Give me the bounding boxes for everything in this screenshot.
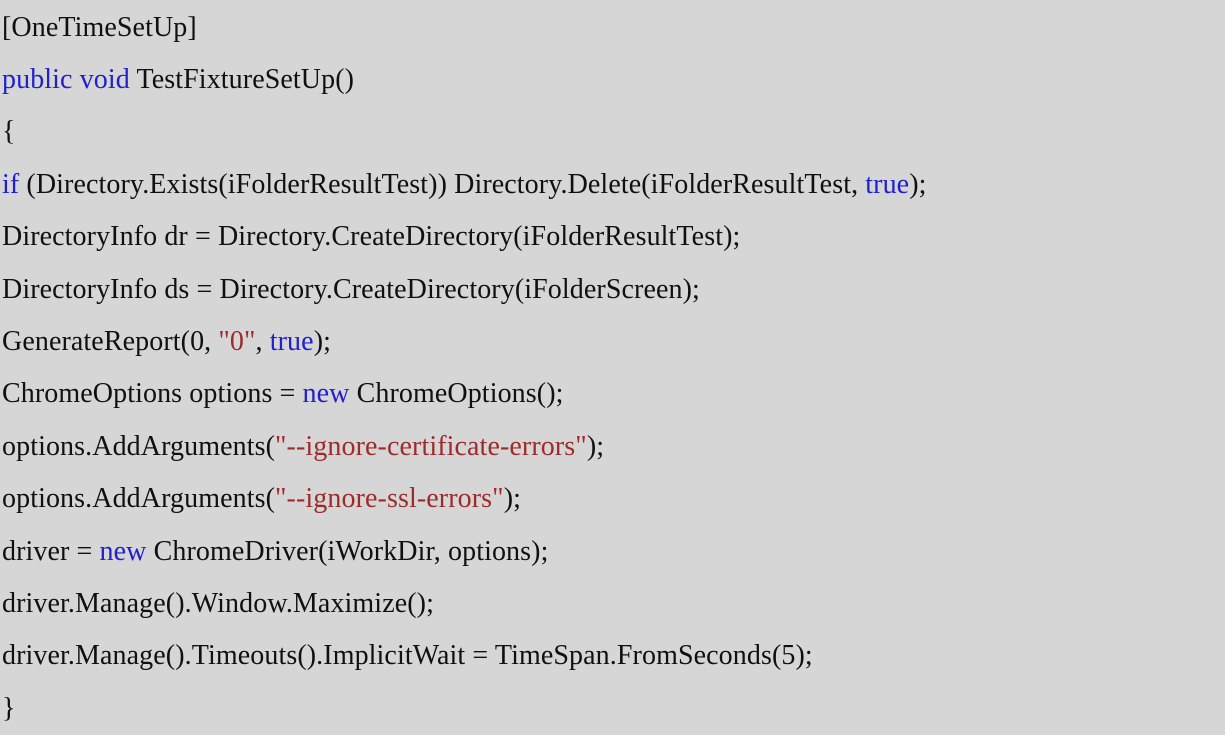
code-token-plain: ); — [909, 168, 927, 200]
code-token-keyword: if — [2, 168, 20, 200]
code-token-keyword: new — [99, 535, 147, 567]
code-token-keyword: new — [302, 378, 350, 410]
code-token-plain: DirectoryInfo dr = Directory.CreateDirec… — [2, 221, 741, 253]
code-token-plain: [OneTimeSetUp] — [2, 12, 197, 43]
code-line: { — [0, 106, 1225, 158]
code-token-plain: ChromeDriver(iWorkDir, options); — [146, 535, 549, 567]
code-token-plain: } — [2, 692, 16, 724]
code-token-plain: ); — [313, 325, 331, 357]
code-token-string: "0" — [218, 325, 256, 357]
code-line: driver.Manage().Window.Maximize(); — [0, 578, 1225, 630]
code-token-plain: { — [2, 116, 16, 148]
code-token-keyword: true — [865, 168, 910, 200]
code-token-plain: driver.Manage().Timeouts().ImplicitWait … — [2, 640, 813, 672]
code-line: driver = new ChromeDriver(iWorkDir, opti… — [0, 526, 1225, 578]
code-line: DirectoryInfo ds = Directory.CreateDirec… — [0, 264, 1225, 316]
code-line: DirectoryInfo dr = Directory.CreateDirec… — [0, 211, 1225, 263]
code-token-plain: ChromeOptions options = — [2, 378, 303, 410]
code-token-keyword: void — [79, 64, 130, 95]
code-line: public void TestFixtureSetUp() — [0, 54, 1225, 106]
code-token-plain: TestFixtureSetUp() — [129, 64, 355, 95]
code-line: [OneTimeSetUp] — [0, 0, 1225, 54]
code-token-plain: GenerateReport(0, — [2, 325, 219, 357]
code-token-keyword: true — [269, 325, 314, 357]
code-token-plain: (Directory.Exists(iFolderResultTest)) Di… — [19, 168, 866, 200]
code-token-plain: options.AddArguments( — [2, 483, 276, 515]
code-token-plain: ); — [586, 430, 605, 462]
code-token-plain: ChromeOptions(); — [349, 378, 564, 410]
code-line: options.AddArguments("--ignore-ssl-error… — [0, 473, 1225, 525]
code-token-plain: driver = — [2, 535, 100, 567]
code-line: driver.Manage().Timeouts().ImplicitWait … — [0, 630, 1225, 682]
code-token-string: "--ignore-ssl-errors" — [275, 483, 504, 515]
code-line: } — [0, 683, 1225, 735]
code-token-plain: ); — [503, 483, 522, 515]
code-line: ChromeOptions options = new ChromeOption… — [0, 368, 1225, 420]
code-token-keyword: public — [2, 64, 73, 95]
code-token-plain: , — [255, 325, 270, 357]
code-token-plain: DirectoryInfo ds = Directory.CreateDirec… — [2, 273, 700, 305]
code-line: if (Directory.Exists(iFolderResultTest))… — [0, 159, 1225, 211]
code-line: GenerateReport(0, "0", true); — [0, 316, 1225, 368]
code-token-plain: driver.Manage().Window.Maximize(); — [2, 587, 434, 619]
code-token-string: "--ignore-certificate-errors" — [275, 430, 587, 462]
code-token-plain: options.AddArguments( — [2, 430, 276, 462]
code-token-plain — [73, 64, 80, 95]
code-line: options.AddArguments("--ignore-certifica… — [0, 421, 1225, 473]
